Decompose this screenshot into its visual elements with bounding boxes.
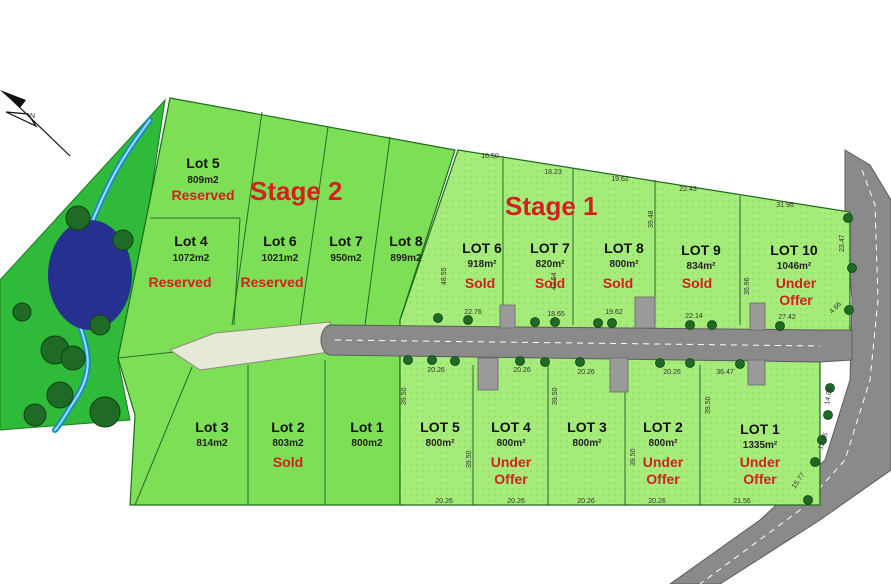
lot-status: Under [776,275,817,291]
dimension-label: 20.26 [507,498,525,505]
lot-name: Lot 8 [389,233,423,249]
lot-name: LOT 9 [681,242,721,258]
dimension-label: 19.62 [611,176,629,183]
lot-status: Reserved [171,187,234,203]
dimension-label: 20.26 [577,498,595,505]
lot-status: Sold [273,454,303,470]
dimension-label: 31.96 [776,202,794,209]
lot-name: Lot 7 [329,233,363,249]
lot-area: 800m² [497,438,527,449]
external-road [669,149,891,584]
lot-area: 1072m2 [173,253,210,264]
lot-area: 950m2 [330,253,362,264]
lot-name: Lot 3 [195,419,229,435]
dimension-label: 39.50 [630,448,637,466]
stage1-label: Stage 1 [505,191,598,221]
lot-name: LOT 8 [604,240,644,256]
lot-area: 1335m² [743,440,778,451]
lot-name: LOT 10 [770,242,818,258]
lot-name: LOT 1 [740,421,780,437]
lot-status: Reserved [240,274,303,290]
lot-name: Lot 6 [263,233,297,249]
lot-name: LOT 3 [567,419,607,435]
internal-road [320,324,853,363]
lot-status-line2: Offer [494,471,528,487]
lot-area: 800m² [573,438,603,449]
lot-name: LOT 2 [643,419,683,435]
lot-area: 800m² [649,438,679,449]
dimension-label: 42.54 [551,272,558,290]
pond [48,220,132,330]
dimension-label: 23.47 [839,234,846,252]
lot-status: Under [740,454,781,470]
dimension-label: 18.23 [544,169,562,176]
lot-name: Lot 1 [350,419,384,435]
stage2-parcel [117,97,456,506]
lot-name: LOT 7 [530,240,570,256]
lot-area: 803m2 [272,438,304,449]
street-trees [403,213,857,505]
dimension-label: 20.26 [577,369,595,376]
lot-name: Lot 5 [186,155,220,171]
dimension-label: 22.76 [464,309,482,316]
lot-status: Under [491,454,532,470]
lot-area: 1021m2 [262,253,299,264]
lot-area: 1046m² [777,261,812,272]
dimension-label: 20.26 [663,369,681,376]
dimension-label: 18.65 [547,311,565,318]
north-arrow-icon: N [0,90,71,157]
lot-name: LOT 4 [491,419,531,435]
dimension-label: 27.42 [778,314,796,321]
dimension-label: 39.50 [552,387,559,405]
lot-status-line2: Offer [779,292,813,308]
dimension-label: 22.43 [679,186,697,193]
lot-status: Under [643,454,684,470]
lot-area: 800m2 [351,438,383,449]
lot-status-line2: Offer [646,471,680,487]
dimension-label: 16.50 [481,153,499,160]
lot-name: LOT 6 [462,240,502,256]
lot-name: LOT 5 [420,419,460,435]
dimension-label: 36.47 [716,369,734,376]
dimension-label: 20.26 [648,498,666,505]
dimension-label: 21.56 [733,498,751,505]
reserve-trees [12,205,134,428]
lot-status: Sold [603,275,633,291]
north-arrow-label: N [30,113,35,120]
lot-name: Lot 2 [271,419,305,435]
lot-area: 918m² [468,259,498,270]
lot-status-line2: Offer [743,471,777,487]
dimension-label: 20.26 [427,367,445,374]
lot-area: 800m² [426,438,456,449]
dimension-label: 35.96 [744,277,751,295]
lot-name: Lot 4 [174,233,208,249]
dimension-label: 14.06 [824,387,834,406]
dimension-label: 48.55 [441,267,448,285]
lot-area: 820m² [536,259,566,270]
dimension-label: 39.50 [705,396,712,414]
lot-status: Sold [465,275,495,291]
stage2-label: Stage 2 [250,176,343,206]
dimension-label: 20.26 [513,367,531,374]
dimension-label: 39.50 [466,450,473,468]
lot-status: Reserved [148,274,211,290]
dimension-label: 19.62 [605,309,623,316]
lot-area: 809m2 [187,175,219,186]
lot-area: 814m2 [196,438,228,449]
lot-area: 800m² [610,259,640,270]
dimension-label: 39.48 [648,210,655,228]
lot-status: Sold [682,275,712,291]
dimension-label: 39.50 [401,387,408,405]
lot-area: 899m2 [390,253,422,264]
dimension-label: 22.14 [685,313,703,320]
lot-status: Sold [535,275,565,291]
lot-area: 834m² [687,261,717,272]
dimension-label: 20.26 [435,498,453,505]
